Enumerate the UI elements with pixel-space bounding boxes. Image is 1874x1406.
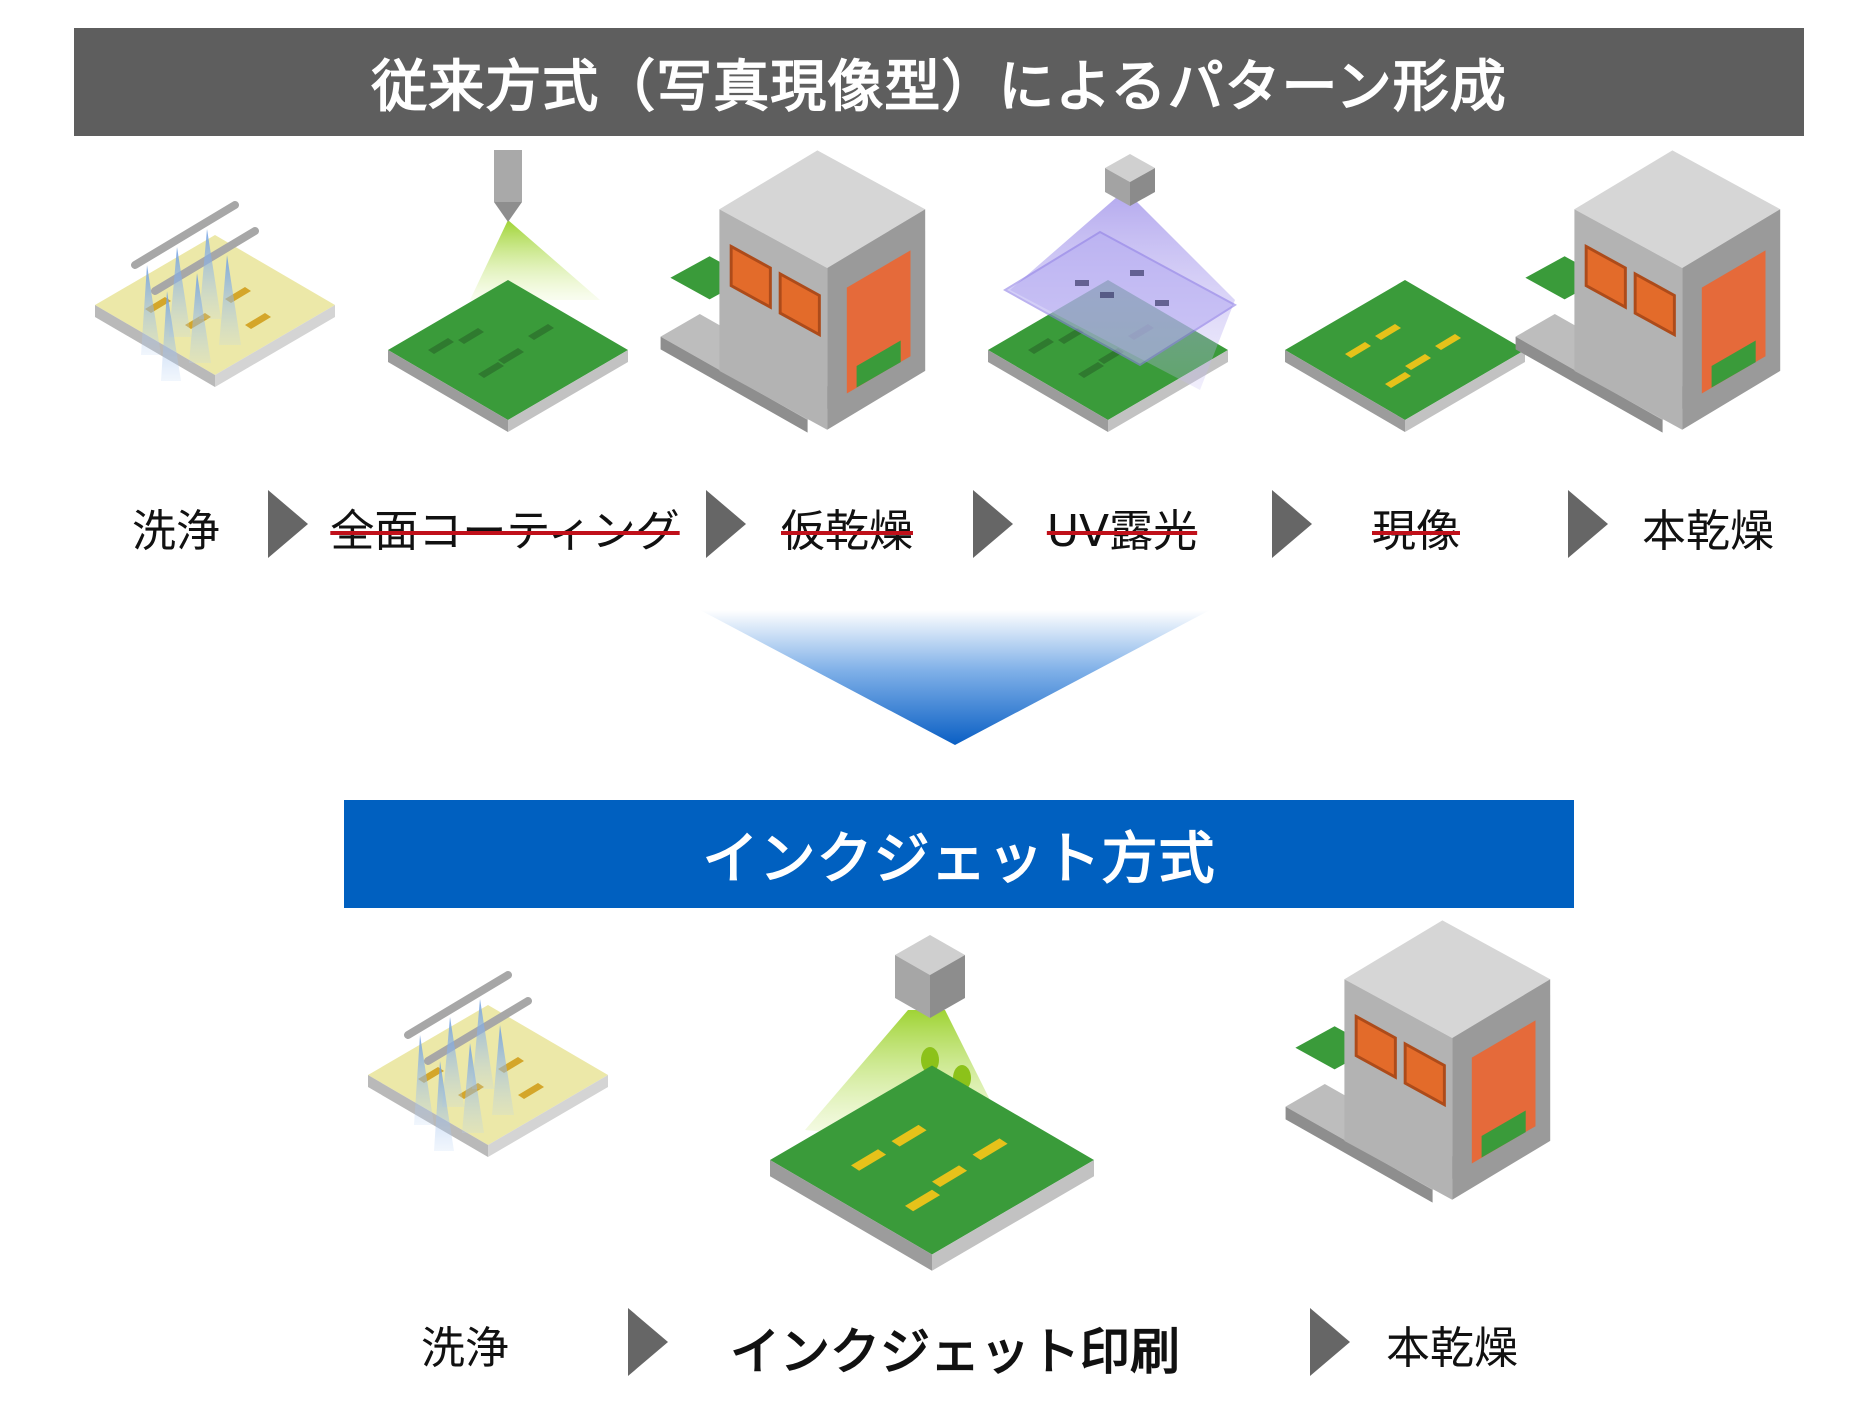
washing-icon-bottom: [368, 975, 608, 1157]
uv-exposure-icon: [988, 154, 1237, 432]
step-arrow: [1310, 1308, 1350, 1376]
inkjet-print-icon: [770, 935, 1094, 1271]
conventional-method-banner: 従来方式（写真現像型）によるパターン形成: [74, 28, 1804, 136]
inkjet-method-banner: インクジェット方式: [344, 800, 1574, 908]
pre-dry-oven-icon: [659, 148, 927, 435]
step-arrow: [706, 490, 746, 558]
final-dry-oven-icon-bottom: [1284, 918, 1552, 1205]
top-step-label-predry: 仮乾燥: [781, 506, 913, 557]
step-arrow: [628, 1308, 668, 1376]
top-step-label-wash: 洗浄: [132, 506, 220, 557]
top-step-label-develop: 現像: [1372, 506, 1460, 557]
step-arrow: [1272, 490, 1312, 558]
step-arrow: [1568, 490, 1608, 558]
washing-icon: [95, 205, 335, 387]
conventional-method-title: 従来方式（写真現像型）によるパターン形成: [371, 54, 1507, 120]
coating-icon: [388, 150, 628, 432]
top-step-label-finaldry: 本乾燥: [1642, 506, 1774, 557]
bottom-step-label-wash: 洗浄: [421, 1323, 509, 1374]
top-step-label-uv: UV露光: [1046, 506, 1198, 557]
bottom-step-label-finaldry: 本乾燥: [1386, 1323, 1518, 1374]
step-arrow: [973, 490, 1013, 558]
top-step-label-coating: 全面コーティング: [330, 506, 680, 557]
final-dry-oven-icon: [1514, 148, 1782, 435]
flow-down-arrow: [700, 610, 1210, 745]
bottom-step-label-inkjet: インクジェット印刷: [730, 1323, 1180, 1381]
step-arrow: [268, 490, 308, 558]
development-icon: [1285, 280, 1525, 432]
inkjet-method-title: インクジェット方式: [702, 826, 1216, 892]
